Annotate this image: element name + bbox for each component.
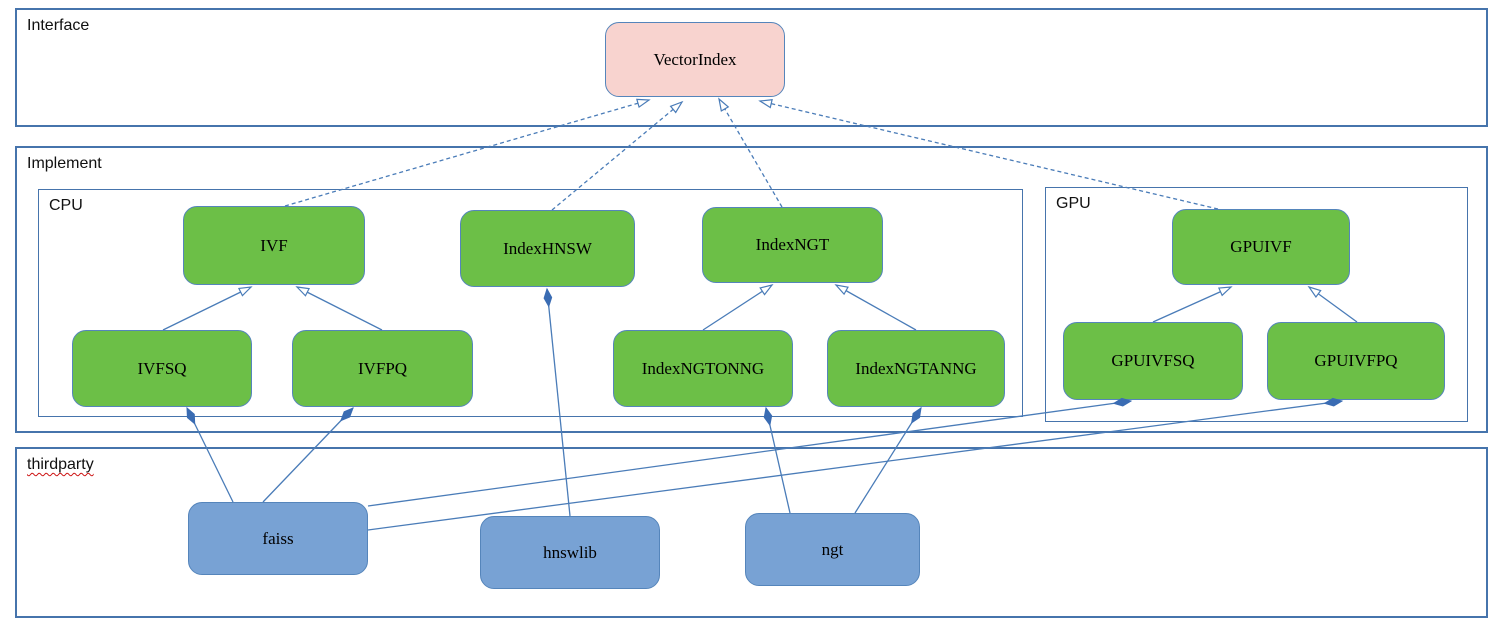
node-ivf: IVF [183,206,365,285]
node-faiss: faiss [188,502,368,575]
node-indexngtanng: IndexNGTANNG [827,330,1005,407]
node-ivfpq: IVFPQ [292,330,473,407]
node-indexngt: IndexNGT [702,207,883,283]
node-ivf-label: IVF [260,235,288,255]
node-ngt-label: ngt [821,539,844,559]
container-gpu-label: GPU [1056,195,1091,212]
node-gpuivfpq-label: GPUIVFPQ [1314,351,1398,370]
node-indexngtonng-label: IndexNGTONNG [641,358,765,378]
node-hnswlib-label: hnswlib [543,542,597,562]
node-indexhnsw-label: IndexHNSW [503,238,592,258]
node-ngt: ngt [745,513,920,586]
node-vectorindex: VectorIndex [605,22,785,97]
node-ivfsq: IVFSQ [72,330,252,407]
container-interface-label: Interface [27,17,90,34]
container-implement-label: Implement [27,155,102,172]
node-ivfpq-label: IVFPQ [357,358,408,378]
node-gpuivfpq: GPUIVFPQ [1267,322,1445,400]
node-ivfsq-label: IVFSQ [137,358,187,378]
node-gpuivf-label: GPUIVF [1230,237,1292,256]
node-gpuivfsq: GPUIVFSQ [1063,322,1243,400]
node-gpuivfsq-label: GPUIVFSQ [1111,351,1195,370]
node-indexngt-label: IndexNGT [755,235,830,254]
node-vectorindex-label: VectorIndex [653,49,737,69]
node-indexngtanng-label: IndexNGTANNG [855,358,977,378]
node-hnswlib: hnswlib [480,516,660,589]
container-cpu-label: CPU [49,197,83,214]
container-thirdparty-label: thirdparty [27,456,94,473]
node-gpuivf: GPUIVF [1172,209,1350,285]
node-indexhnsw: IndexHNSW [460,210,635,287]
node-indexngtonng: IndexNGTONNG [613,330,793,407]
node-faiss-label: faiss [262,528,294,548]
